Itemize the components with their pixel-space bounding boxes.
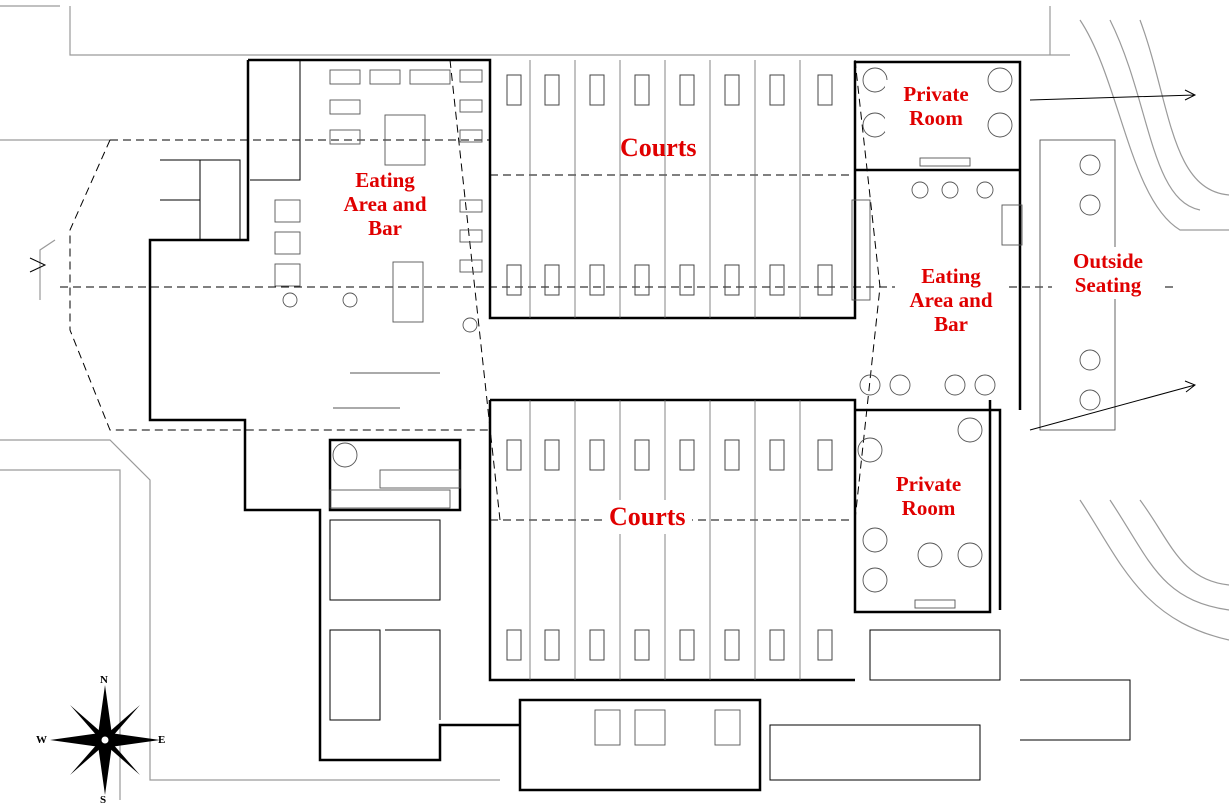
eating-area-right-label: Eating Area and Bar — [895, 262, 1007, 339]
courts-bottom-label: Courts — [603, 500, 692, 534]
compass-n: N — [100, 674, 108, 686]
court-lanes — [506, 74, 833, 661]
court-grid — [529, 60, 801, 680]
compass-w: W — [36, 734, 47, 746]
arrows — [29, 89, 1197, 431]
compass-icon — [50, 685, 160, 795]
dashed-lines — [60, 59, 1175, 521]
courts-top-label: Courts — [620, 133, 697, 162]
compass-rose — [50, 685, 160, 795]
compass-e: E — [158, 734, 166, 746]
compass-s: S — [100, 794, 107, 806]
outside-seating-label: Outside Seating — [1052, 247, 1164, 300]
round-tables — [282, 67, 1101, 593]
private-room-top-label: Private Room — [885, 80, 987, 133]
outer-walls — [148, 58, 1022, 792]
private-room-bottom-label: Private Room — [875, 470, 982, 523]
eating-area-left-label: Eating Area and Bar — [343, 168, 427, 241]
interior-walls — [160, 59, 1131, 781]
site-lines — [0, 5, 1229, 800]
